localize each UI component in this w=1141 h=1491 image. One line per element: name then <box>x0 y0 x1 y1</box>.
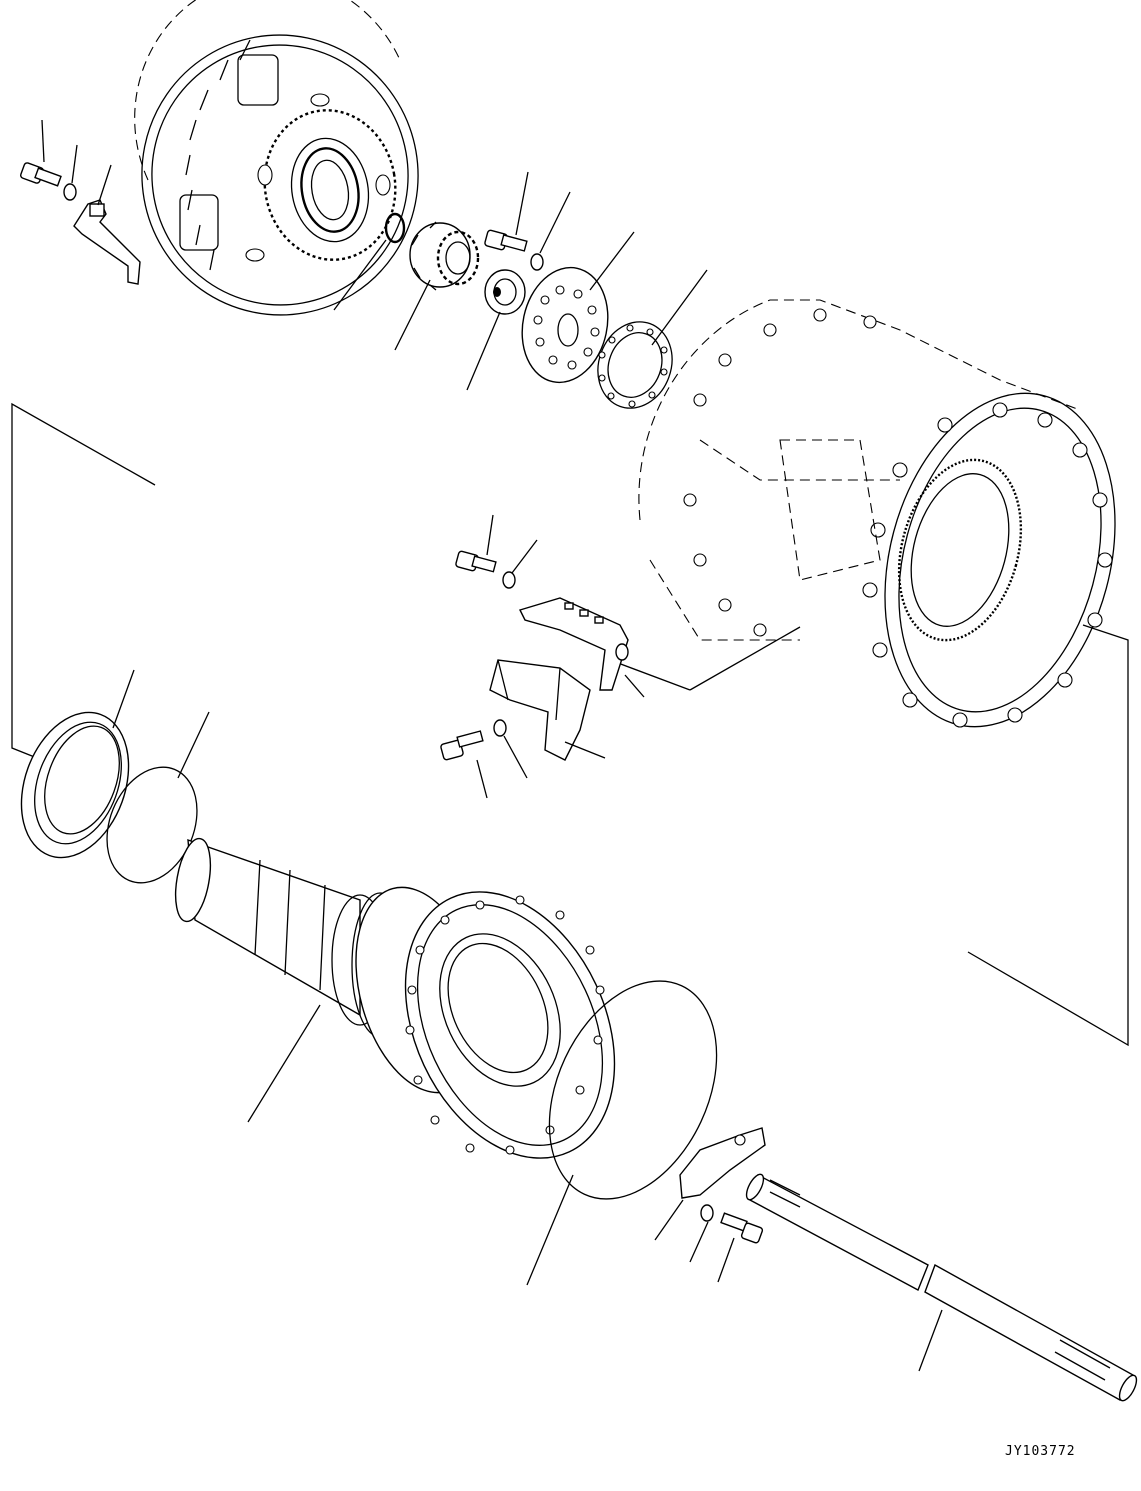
bolt-middle-upper <box>455 550 497 573</box>
wheel-hub-spindle <box>174 837 616 1159</box>
mounting-bracket-lower <box>489 659 591 761</box>
o-ring-large <box>548 980 718 1200</box>
reference-frame-lines <box>11 402 1129 1047</box>
leader-lines <box>41 119 943 1372</box>
bolt-upper-middle <box>484 229 528 252</box>
drawing-code: JY103772 <box>1005 1444 1076 1459</box>
thrust-plate <box>521 266 609 384</box>
bolt-lower-right <box>720 1212 764 1244</box>
bearing-collar <box>484 269 526 315</box>
bolt-top-left <box>20 162 62 187</box>
washer-middle-lower <box>493 719 507 737</box>
snap-ring <box>384 212 406 244</box>
planetary-carrier <box>134 0 419 316</box>
oil-seal <box>20 711 130 859</box>
washer-upper-middle <box>530 253 544 271</box>
sun-gear <box>409 221 480 291</box>
axle-housing <box>638 299 1116 728</box>
bolt-middle-lower <box>440 730 484 761</box>
washer-middle-upper <box>502 571 516 589</box>
axle-shaft <box>745 1173 1138 1402</box>
washer-top-left <box>63 183 77 201</box>
lock-plate-top-left <box>73 199 141 285</box>
gasket-ring <box>597 321 673 409</box>
mounting-bracket-upper <box>519 597 629 691</box>
lock-plate-lower <box>679 1127 766 1199</box>
washer-lower-right <box>700 1204 714 1222</box>
